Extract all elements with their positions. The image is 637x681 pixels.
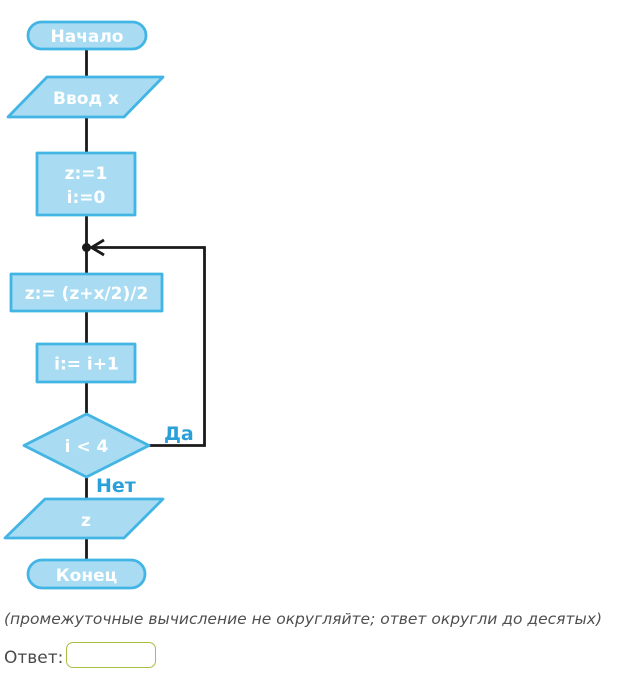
answer-input[interactable]	[66, 642, 156, 668]
answer-label: Ответ:	[4, 648, 64, 668]
i-update-label: i:= i+1	[54, 355, 119, 375]
i-update-block	[35, 342, 137, 384]
start-terminator	[26, 20, 148, 51]
end-label: Конец	[56, 566, 117, 586]
end-terminator	[26, 558, 147, 590]
loop-back-line	[92, 246, 206, 447]
init-line1: z:=1	[65, 164, 108, 184]
loop-junction-dot	[82, 243, 91, 252]
z-update-label: z:= (z+x/2)/2	[25, 284, 149, 304]
input-parallelogram	[6, 75, 165, 119]
no-branch-label: Нет	[96, 475, 136, 497]
z-update-block	[9, 272, 164, 313]
input-label: Ввод x	[53, 89, 119, 109]
output-parallelogram	[3, 497, 165, 540]
rounding-note: (промежуточные вычисление не округляйте;…	[4, 610, 602, 628]
yes-branch-label: Да	[164, 423, 194, 445]
init-line2: i:=0	[67, 188, 106, 208]
condition-label: i < 4	[65, 437, 109, 457]
flowchart-diagram: Начало Ввод x z:=1 i:=0 z:= (z+x/2)/2 i:…	[3, 20, 206, 590]
init-block	[35, 151, 137, 217]
start-label: Начало	[51, 27, 124, 47]
output-label: z	[81, 511, 91, 531]
condition-diamond	[22, 412, 151, 479]
loop-arrowhead-icon	[88, 238, 105, 257]
